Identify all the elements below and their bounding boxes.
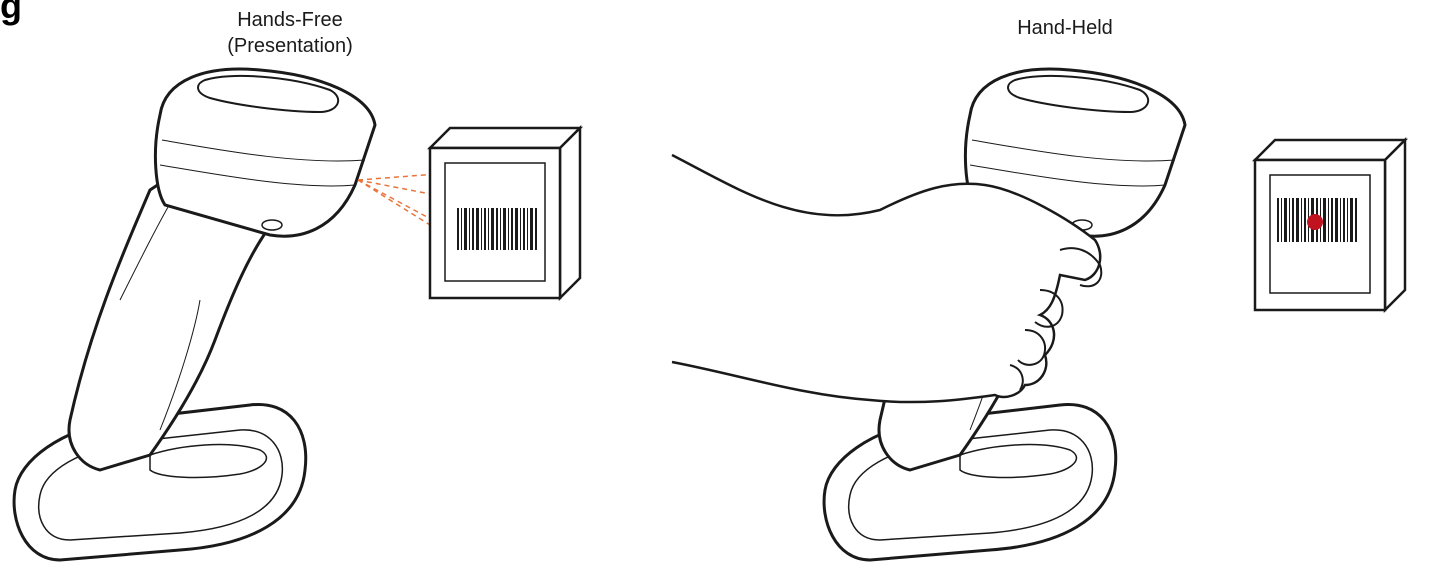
figure-heading-fragment: g [0, 0, 22, 26]
hands-free-label-line1: Hands-Free [237, 9, 343, 31]
aim-dot [1307, 214, 1323, 230]
barcode-box-left-icon [428, 126, 582, 300]
barcode-left [457, 208, 537, 250]
hands-free-scanner-icon [12, 67, 377, 562]
barcode-box-right-icon [1253, 138, 1407, 312]
hands-free-label: Hands-Free (Presentation) [210, 7, 370, 59]
hand-icon [671, 153, 1103, 404]
hand-held-label: Hand-Held [985, 15, 1145, 41]
hands-free-label-line2: (Presentation) [227, 35, 353, 57]
hand-held-label-line1: Hand-Held [1017, 17, 1113, 39]
